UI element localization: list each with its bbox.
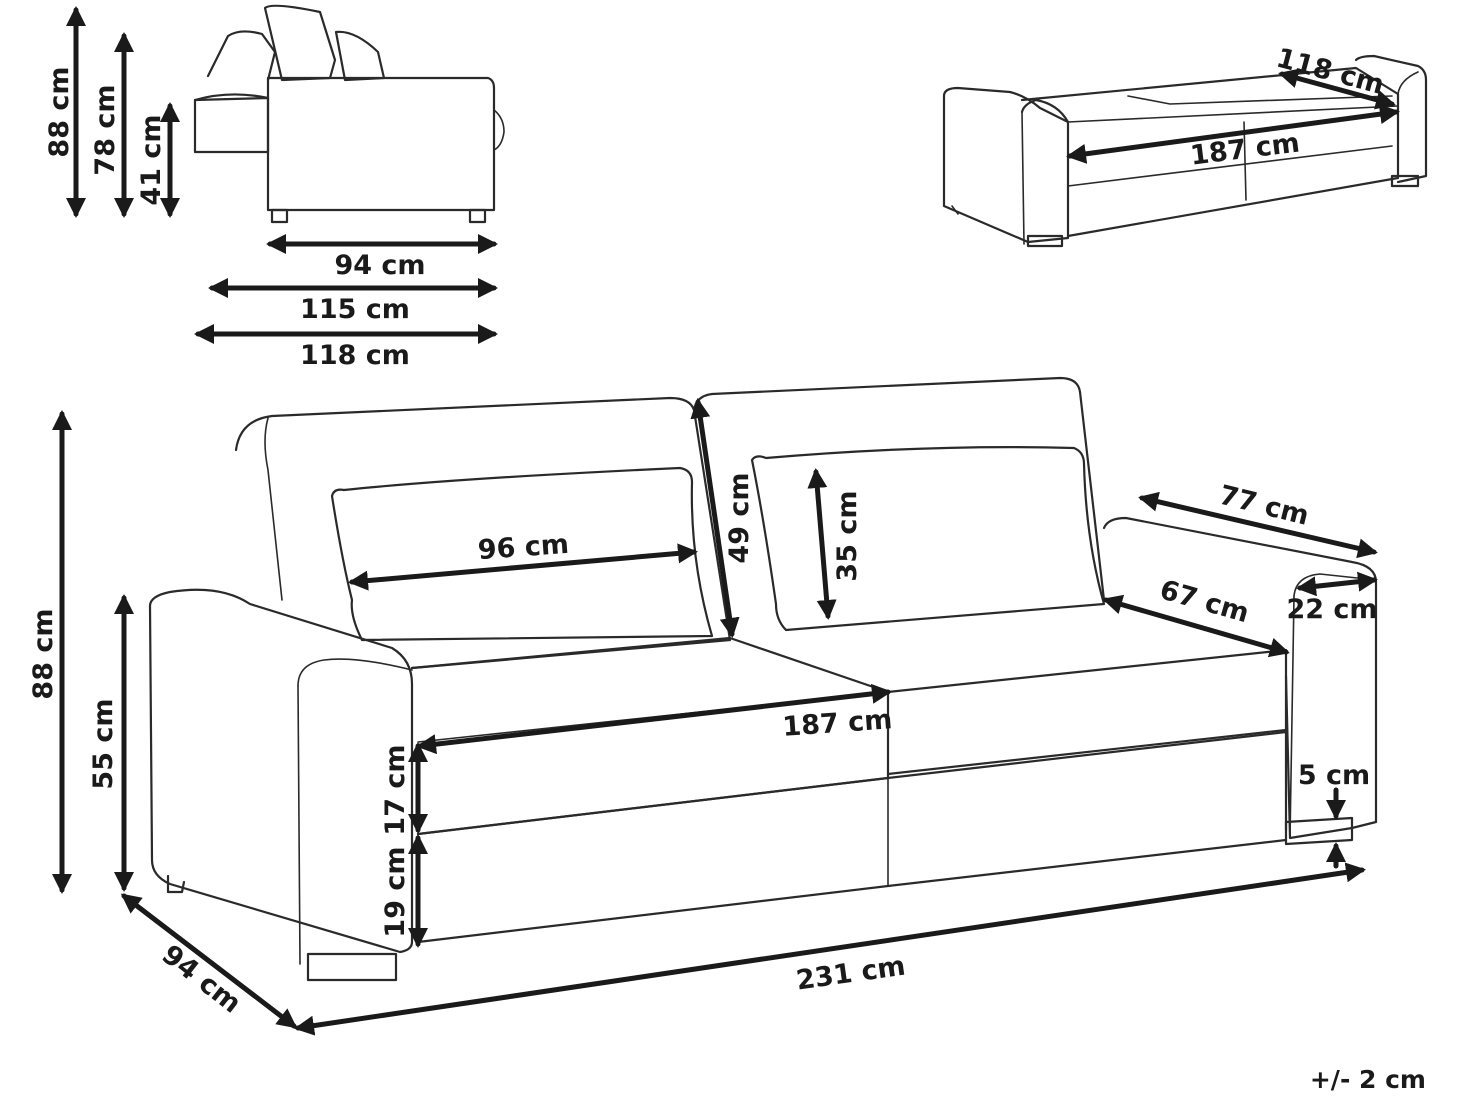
side-view: 88 cm 78 cm 41 cm 94 cm 115 cm 118 cm [44,4,505,371]
seat-width-label: 187 cm [782,704,894,743]
cushion-width-label: 96 cm [477,529,570,566]
arm-width-label: 22 cm [1286,594,1377,625]
bed-length-label: 187 cm [1189,127,1302,171]
side-height-seat-label: 41 cm [136,114,167,205]
front-height-total-label: 88 cm [28,608,59,699]
side-depth-open-label: 115 cm [300,294,410,325]
leg-height-label: 5 cm [1298,760,1370,791]
cushion-height-label: 35 cm [832,490,863,581]
side-depth-full-label: 118 cm [300,340,410,371]
front-width-total-label: 231 cm [794,951,907,997]
front-view: 88 cm 55 cm 94 cm 231 cm 96 cm 49 cm 35 … [28,376,1378,1036]
side-depth-body-label: 94 cm [334,250,425,281]
tolerance-note: +/- 2 cm [1310,1065,1426,1094]
front-height-arm-label: 55 cm [88,698,119,789]
base-height-label: 19 cm [380,846,411,937]
bed-width-label: 118 cm [1273,43,1387,101]
back-height-label: 49 cm [724,472,755,563]
side-height-back-label: 78 cm [90,84,121,175]
side-height-total-label: 88 cm [44,66,75,157]
seat-cushion-height-label: 17 cm [380,744,411,835]
bed-view: 118 cm 187 cm [942,43,1428,248]
